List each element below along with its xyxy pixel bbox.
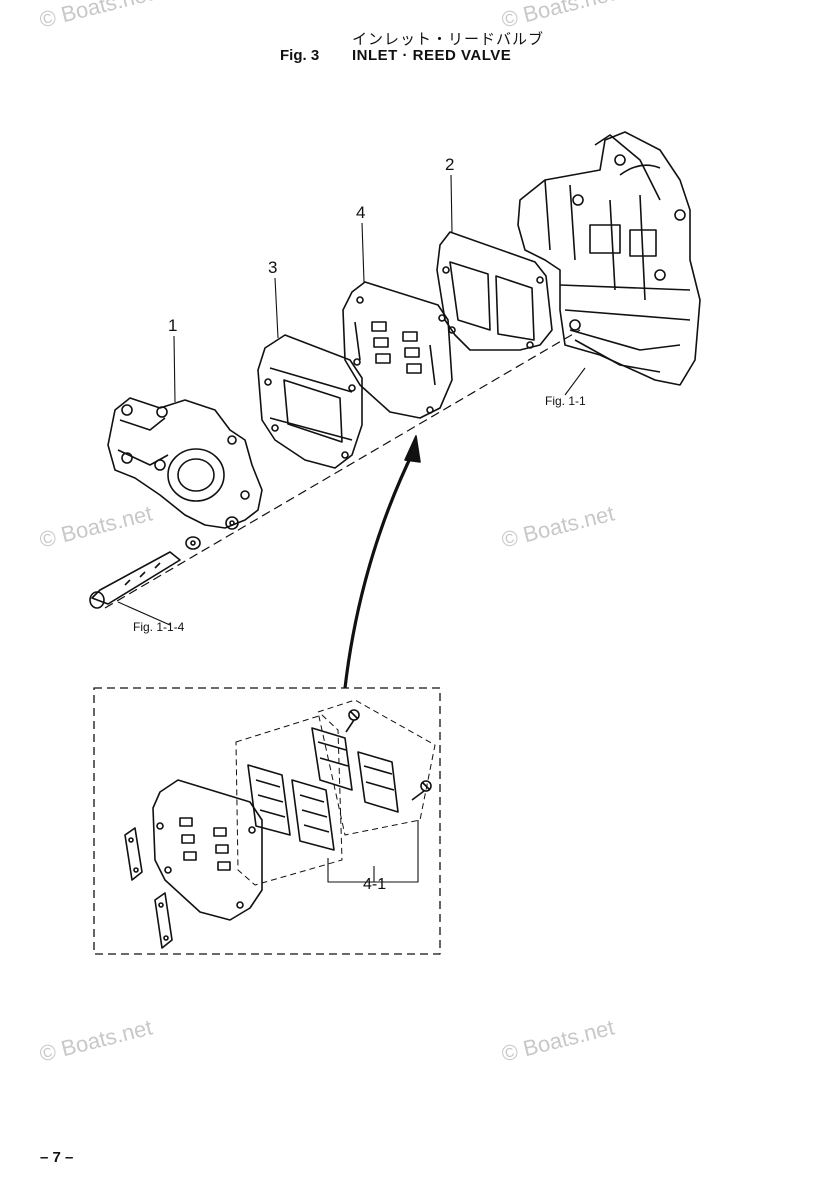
figure-title-japanese: インレット・リードバルブ [352,31,545,48]
callout-part-4-1: 4-1 [363,876,387,893]
inset-strip-plates [124,827,173,949]
leader-fig-1-1-4 [117,601,171,626]
bolt-and-washer [89,536,201,609]
assembly-arrow-head [404,435,421,463]
inset-frame [93,687,441,955]
callout-part-4: 4 [356,203,366,222]
reference-fig-1-1: Fig. 1-1 [545,394,586,408]
crankcase-part [517,131,701,386]
callout-part-3: 3 [268,258,278,277]
inlet-manifold-part-1 [107,397,263,530]
callout-part-2: 2 [445,155,455,174]
group-box-reeds [235,714,343,886]
leader-2 [450,174,453,233]
gasket-part-2 [436,231,553,351]
reference-fig-1-1-4: Fig. 1-1-4 [133,620,185,634]
inset-screws [345,709,432,801]
inset-reeds [247,764,335,851]
gasket-part-3 [257,334,363,469]
assembly-axis-line [104,329,581,609]
reed-plate-part-4 [342,281,453,419]
inset-reed-stoppers [311,727,399,813]
figure-number: Fig. 3 [280,47,320,64]
leader-1 [173,335,176,403]
inset-reed-plate [152,779,263,921]
page-number: – 7 – [40,1149,74,1166]
leader-3 [274,277,279,339]
figure-title: INLET · REED VALVE [352,47,512,64]
leader-fig-1-1 [564,367,586,396]
leader-4 [361,222,365,283]
group-box-stoppers [317,699,436,836]
group-bracket-4-1 [327,820,419,883]
assembly-arrow [343,447,417,689]
callout-part-1: 1 [168,316,178,335]
